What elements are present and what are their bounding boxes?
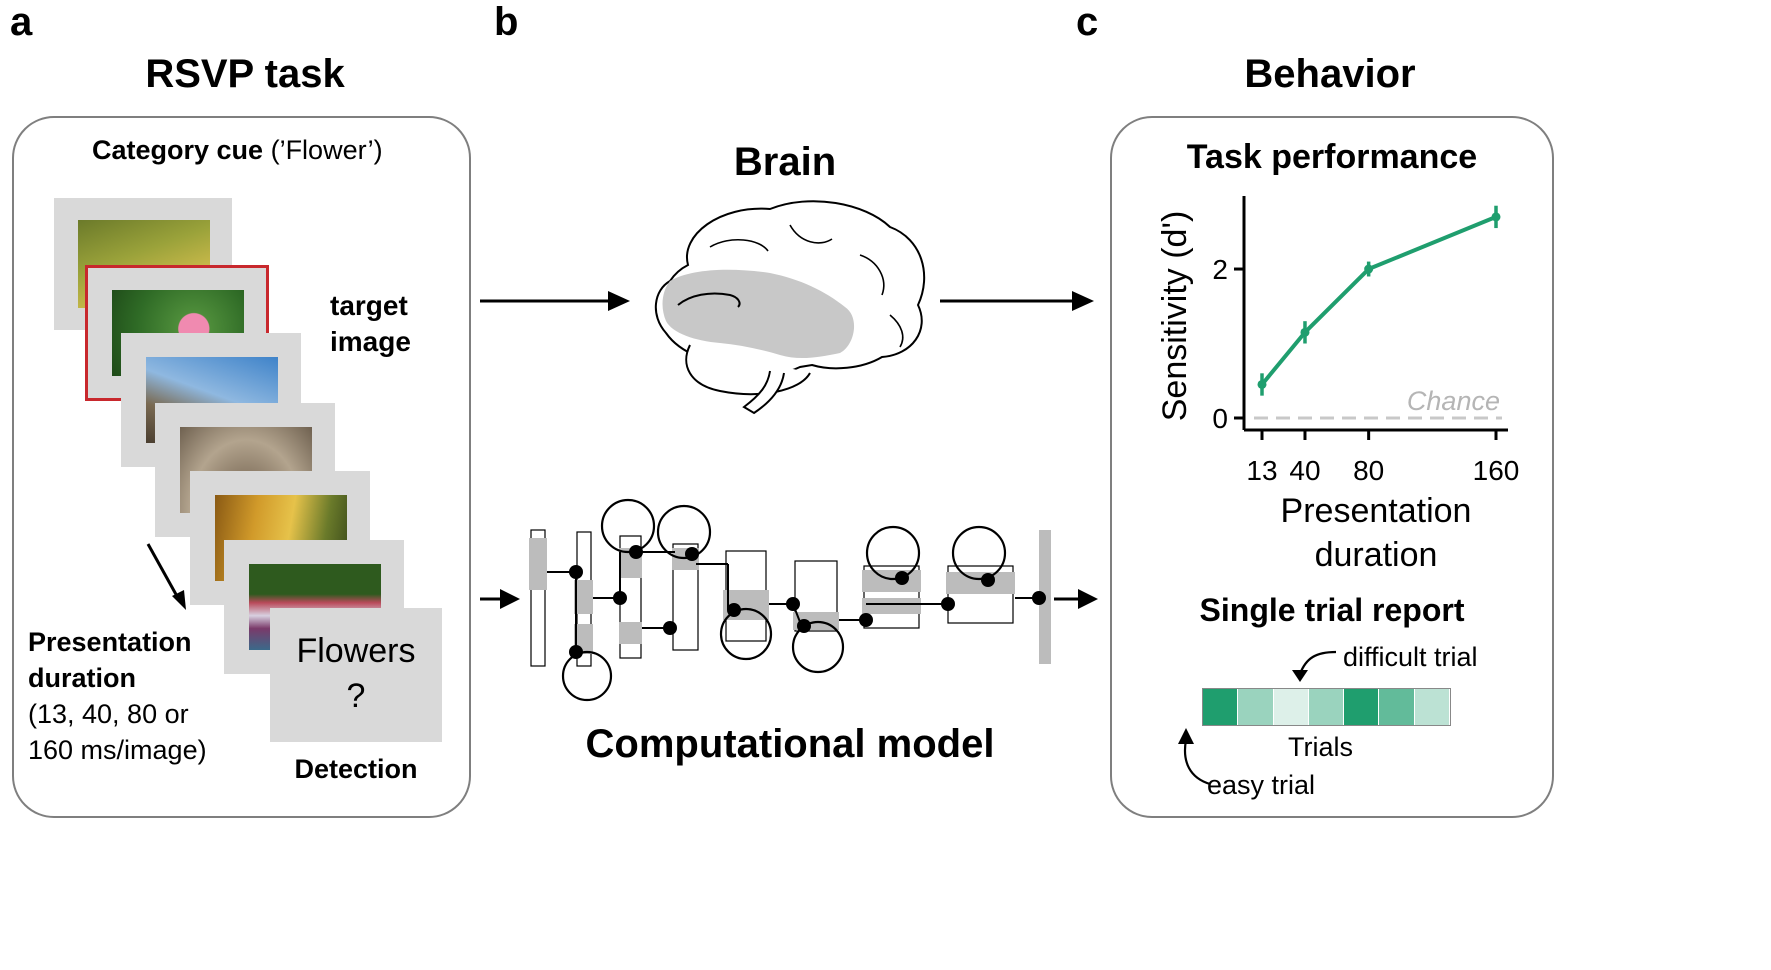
brain-icon (654, 200, 926, 415)
response-question-mark: ? (346, 677, 366, 715)
category-cue-value: (’Flower’) (270, 135, 383, 165)
arrow-right-icon (940, 291, 1094, 311)
trial-cell (1379, 689, 1415, 725)
panel-letter-a: a (10, 0, 33, 44)
curved-arrow-icon (1292, 650, 1337, 682)
target-image-label: target image (330, 288, 411, 360)
single-trial-title: Single trial report (1199, 592, 1465, 628)
x-axis-label-line1: Presentation (1281, 492, 1472, 530)
task-performance-chart: 0 2 13 40 80 160 Chance Sensitivity (d') Present… (1156, 196, 1520, 574)
target-label-line1: target (330, 290, 408, 321)
panel-title-rsvp: RSVP task (145, 52, 345, 96)
detection-label: Detection (294, 754, 418, 784)
panel-letter-c: c (1076, 0, 1099, 44)
data-point (1300, 327, 1310, 337)
duration-label-line2: duration (28, 663, 136, 693)
duration-values-line1: (13, 40, 80 or (28, 699, 189, 729)
y-tick-label: 2 (1212, 254, 1228, 285)
x-tick-label: 13 (1246, 455, 1277, 486)
trial-cell (1414, 689, 1450, 725)
trial-cell (1344, 689, 1380, 725)
category-cue: Category cue (’Flower’) (92, 135, 383, 166)
sequence-arrow-icon (146, 543, 186, 610)
trials-label: Trials (1288, 732, 1353, 762)
arrow-right-icon (480, 291, 630, 311)
target-label-line2: image (330, 326, 411, 357)
curved-arrow-icon (1178, 728, 1211, 786)
series-line (1260, 215, 1497, 386)
duration-label-line1: Presentation (28, 627, 192, 657)
difficult-trial-label: difficult trial (1343, 642, 1478, 672)
trial-cell (1273, 689, 1309, 725)
y-tick-label: 0 (1212, 403, 1228, 434)
response-screen: Flowers ? (270, 608, 442, 742)
response-question: Flowers (296, 632, 416, 670)
y-axis-label: Sensitivity (d') (1156, 211, 1194, 422)
x-tick-label: 80 (1353, 455, 1384, 486)
panel-title-behavior: Behavior (1244, 52, 1416, 96)
x-tick-label: 160 (1473, 455, 1520, 486)
x-axis-label-line2: duration (1315, 536, 1438, 574)
recurrent-network-icon (529, 498, 1051, 702)
arrow-right-icon (480, 589, 520, 609)
panel-letter-b: b (494, 0, 519, 44)
category-cue-label: Category cue (92, 135, 264, 165)
x-tick-label: 40 (1289, 455, 1320, 486)
chance-label: Chance (1407, 386, 1500, 416)
chart-title: Task performance (1186, 138, 1478, 176)
easy-trial-label: easy trial (1207, 770, 1316, 800)
arrow-right-icon (1054, 589, 1098, 609)
trial-strip (1202, 688, 1451, 726)
trial-cell (1203, 689, 1239, 725)
brain-label: Brain (733, 140, 837, 184)
trial-cell (1238, 689, 1274, 725)
data-point (1257, 379, 1267, 389)
model-label: Computational model (585, 722, 995, 766)
data-point (1491, 212, 1501, 222)
trial-cell (1308, 689, 1345, 725)
presentation-duration-label: Presentation duration (13, 40, 80 or 160… (28, 624, 207, 768)
duration-values-line2: 160 ms/image) (28, 735, 207, 765)
data-point (1364, 264, 1374, 274)
